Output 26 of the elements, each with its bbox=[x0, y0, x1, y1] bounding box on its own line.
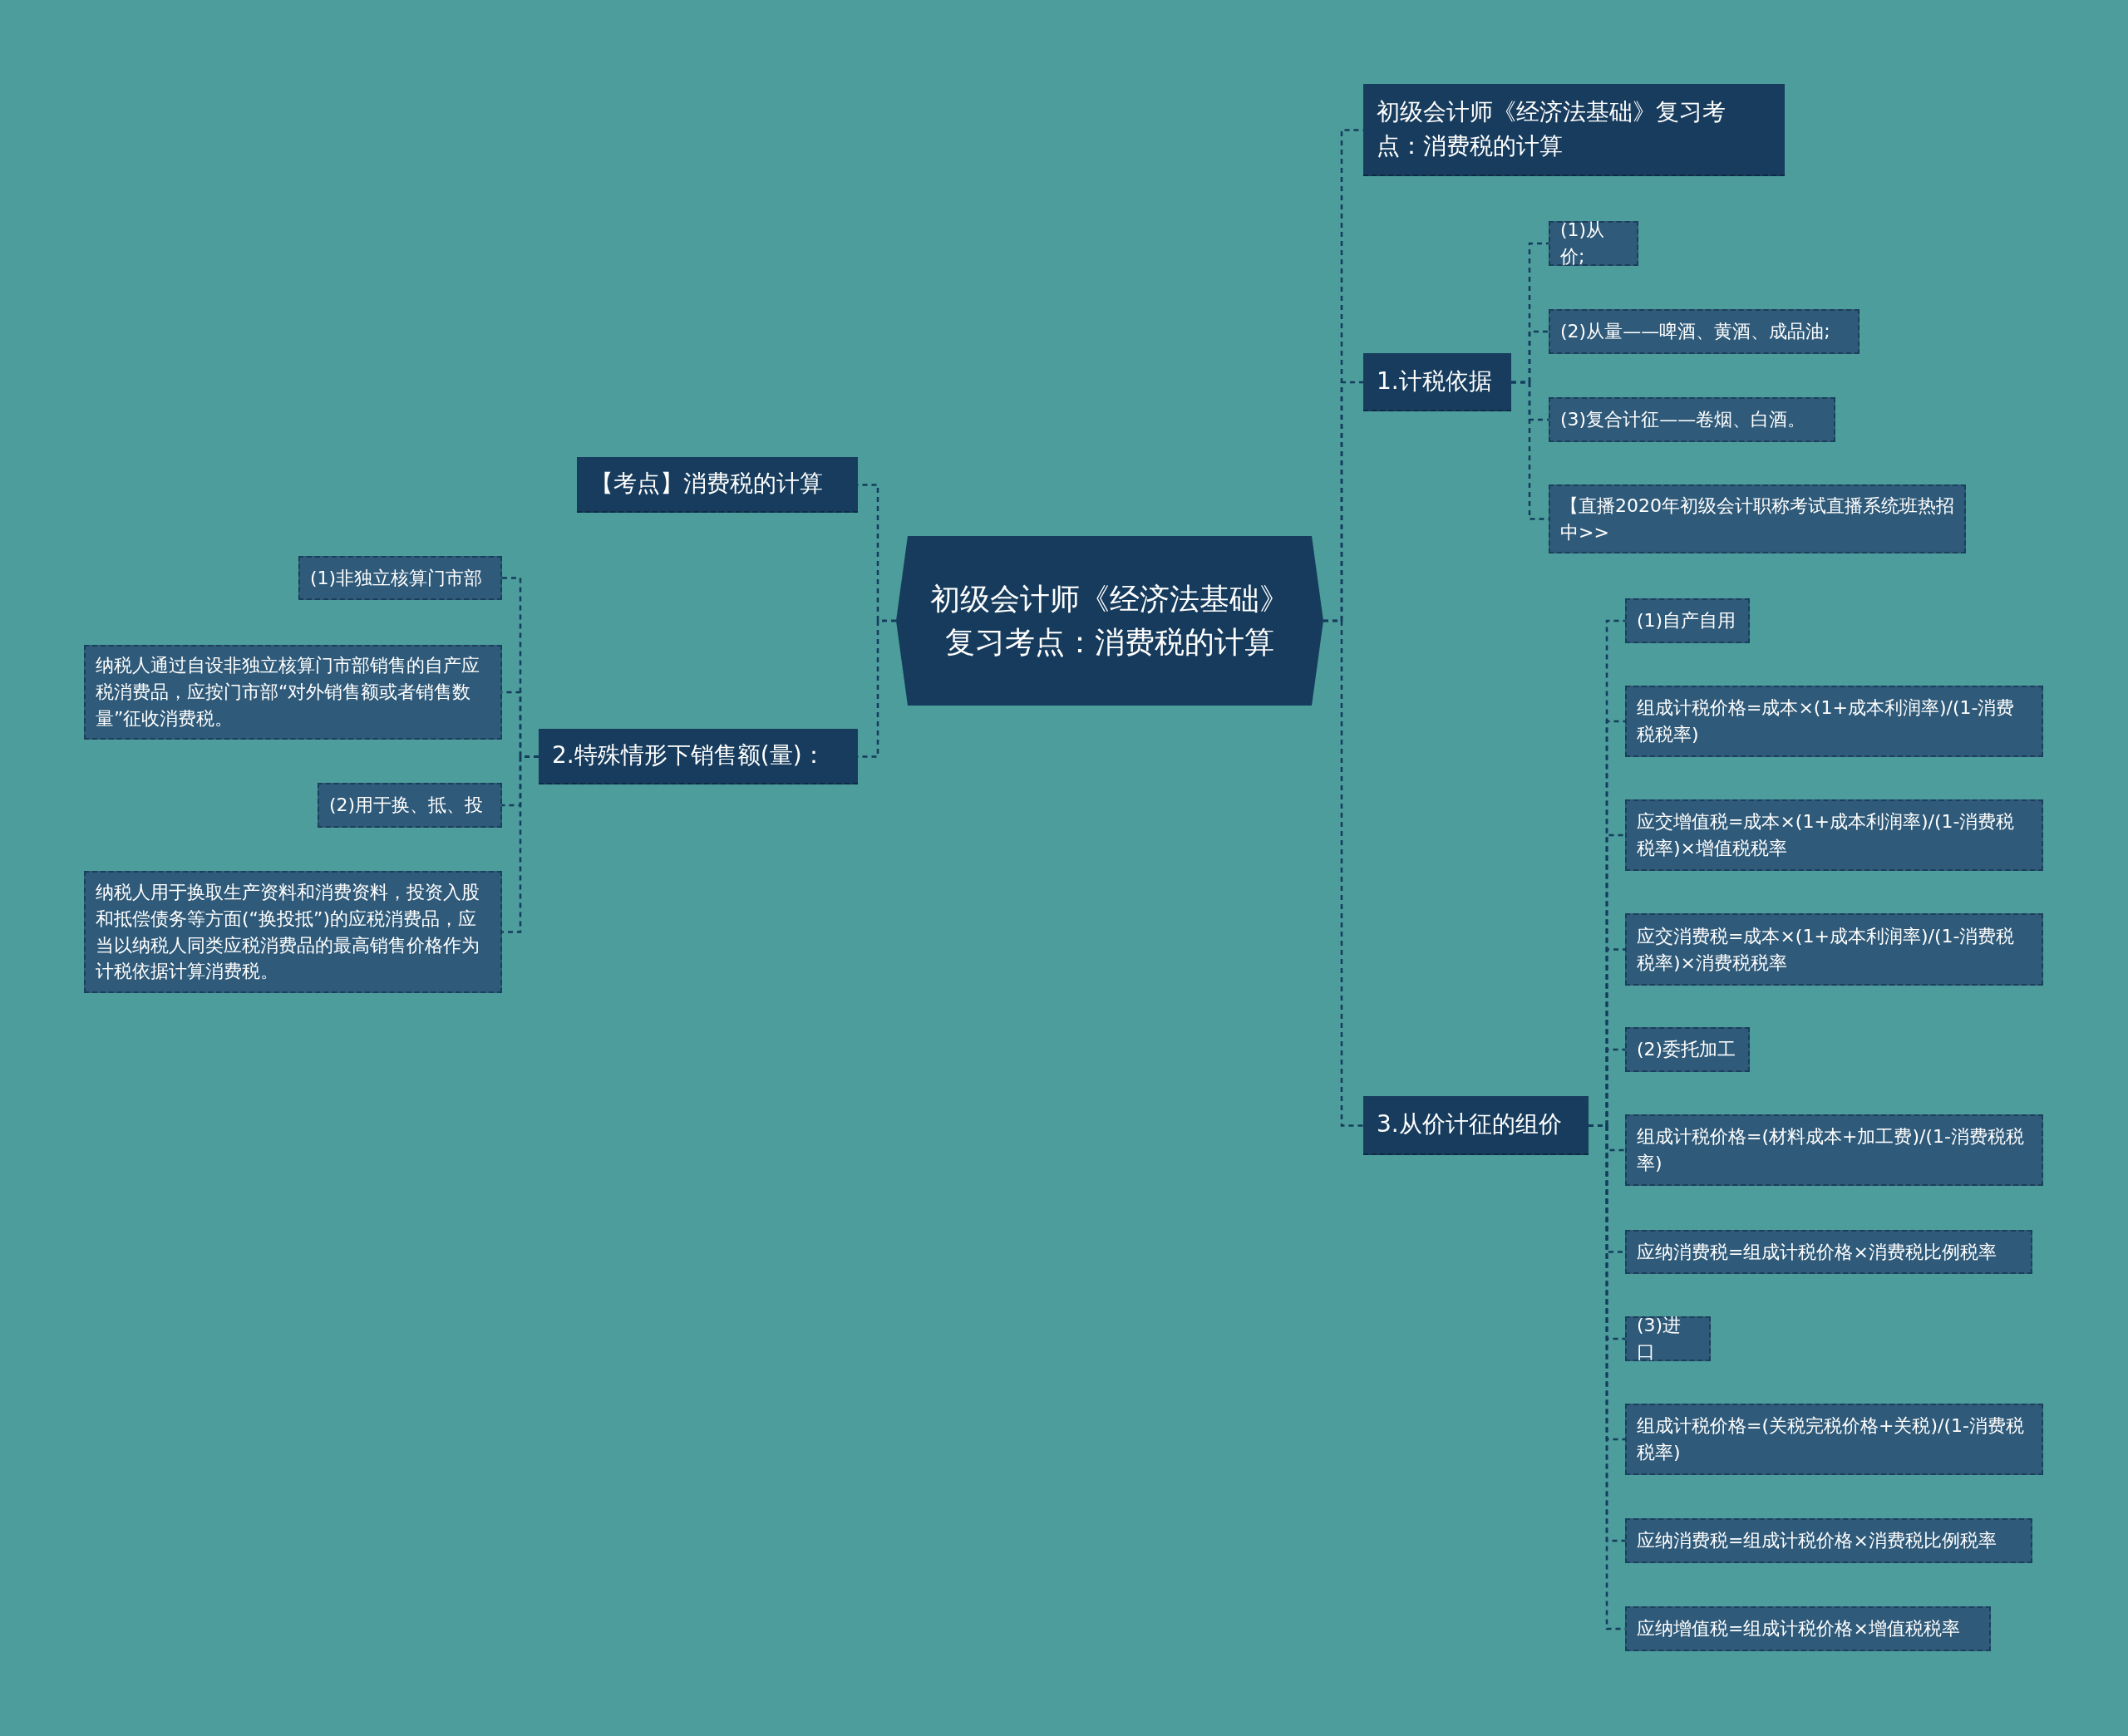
topic-box: 初级会计师《经济法基础》复习考点：消费税的计算 bbox=[1363, 84, 1785, 176]
topic-box: 【考点】消费税的计算 bbox=[577, 457, 858, 513]
subtopic-box: (3)进口 bbox=[1625, 1316, 1711, 1361]
subtopic-box: 组成计税价格=成本×(1+成本利润率)/(1-消费税税率) bbox=[1625, 686, 2043, 757]
subtopic-box: 应交增值税=成本×(1+成本利润率)/(1-消费税税率)×增值税税率 bbox=[1625, 799, 2043, 871]
subtopic-box: (1)非独立核算门市部 bbox=[298, 556, 502, 600]
topic-box: 3.从价计征的组价 bbox=[1363, 1096, 1589, 1155]
subtopic-box: 应纳消费税=组成计税价格×消费税比例税率 bbox=[1625, 1230, 2032, 1274]
subtopic-box: (1)自产自用 bbox=[1625, 598, 1750, 643]
subtopic-box: 组成计税价格=(材料成本+加工费)/(1-消费税税率) bbox=[1625, 1114, 2043, 1186]
subtopic-box: 【直播2020年初级会计职称考试直播系统班热招中>> bbox=[1549, 484, 1966, 553]
subtopic-box: 纳税人通过自设非独立核算门市部销售的自产应税消费品，应按门市部“对外销售额或者销售数量”征收消费税。 bbox=[84, 645, 502, 740]
subtopic-box: 应交消费税=成本×(1+成本利润率)/(1-消费税税率)×消费税税率 bbox=[1625, 913, 2043, 986]
subtopic-box: (2)委托加工 bbox=[1625, 1027, 1750, 1072]
topic-box: 1.计税依据 bbox=[1363, 353, 1511, 411]
subtopic-box: 应纳消费税=组成计税价格×消费税比例税率 bbox=[1625, 1518, 2032, 1563]
subtopic-box: (2)从量——啤酒、黄酒、成品油; bbox=[1549, 309, 1860, 354]
subtopic-box: 应纳增值税=组成计税价格×增值税税率 bbox=[1625, 1606, 1991, 1651]
topic-box: 2.特殊情形下销售额(量)： bbox=[539, 729, 858, 784]
subtopic-box: (3)复合计征——卷烟、白酒。 bbox=[1549, 397, 1835, 442]
subtopic-box: (2)用于换、抵、投 bbox=[318, 783, 502, 828]
connector-line bbox=[1323, 619, 1363, 1127]
subtopic-box: 组成计税价格=(关税完税价格+关税)/(1-消费税税率) bbox=[1625, 1404, 2043, 1475]
subtopic-box: (1)从价; bbox=[1549, 221, 1638, 266]
subtopic-box: 纳税人用于换取生产资料和消费资料，投资入股和抵偿债务等方面(“换投抵”)的应税消费品，应当以纳税人同类应税消费品的最高销售价格作为计税依据计算消费税。 bbox=[84, 871, 502, 993]
central-topic-box: 初级会计师《经济法基础》复习考点：消费税的计算 bbox=[896, 536, 1323, 706]
